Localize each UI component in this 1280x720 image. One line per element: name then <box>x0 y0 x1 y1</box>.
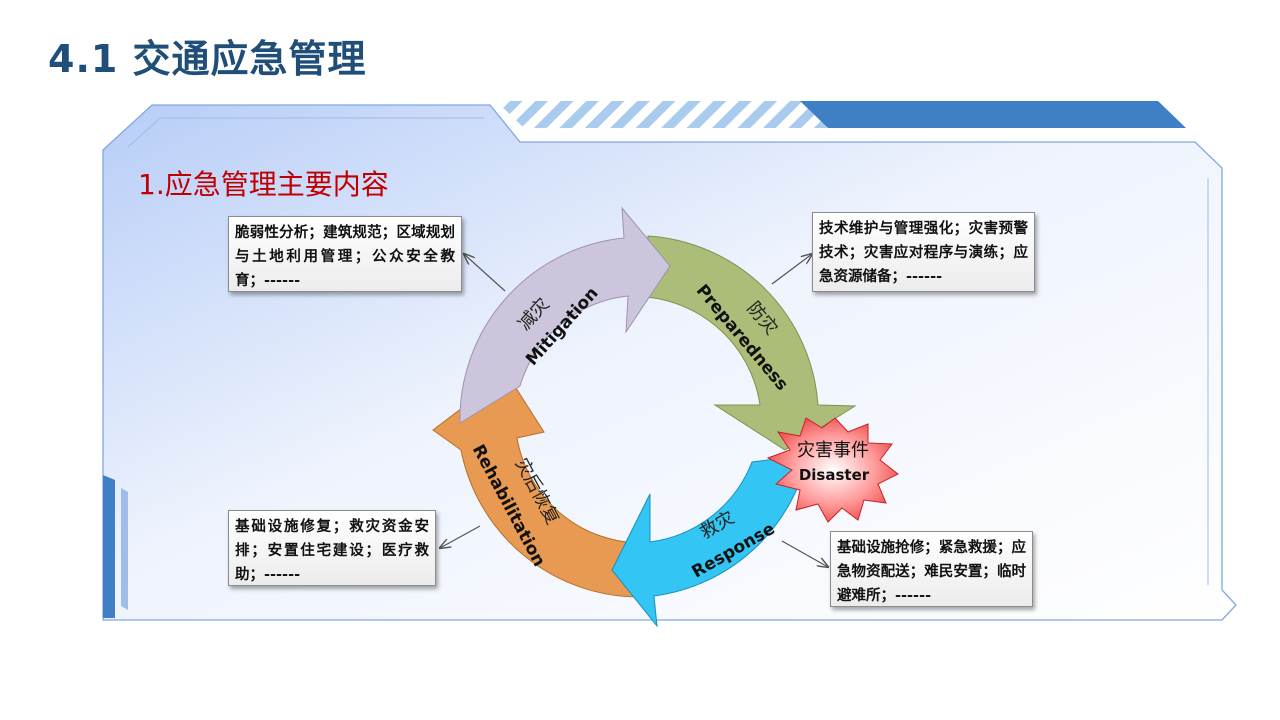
mitigation-arrow <box>459 206 671 424</box>
response-arrow <box>611 454 809 628</box>
connector-mitigation <box>464 254 506 292</box>
disaster-label-en: Disaster <box>799 466 870 484</box>
left-accent-bar <box>103 475 115 618</box>
page-title: 4.1 交通应急管理 <box>48 37 367 81</box>
note-response: 基础设施抢修；紧急救援；应急物资配送；难民安置；临时避难所；------ <box>830 531 1033 607</box>
note-mitigation: 脆弱性分析；建筑规范；区域规划与土地利用管理；公众安全教育；------ <box>228 216 462 292</box>
disaster-label-cn: 灾害事件 <box>797 440 869 461</box>
preparedness-arrow <box>645 235 857 451</box>
connector-preparedness <box>771 254 812 285</box>
section-title: 1.应急管理主要内容 <box>138 168 389 201</box>
connector-response <box>781 540 828 567</box>
stripe-band <box>496 101 828 128</box>
note-preparedness: 技术维护与管理强化；灾害预警技术；灾害应对程序与演练；应急资源储备；------ <box>812 212 1035 292</box>
disaster-burst <box>766 417 899 523</box>
note-rehabilitation: 基础设施修复；救灾资金安排；安置住宅建设；医疗救助；------ <box>228 510 436 586</box>
accent-bar <box>800 101 1186 128</box>
connector-rehabilitation <box>440 525 481 548</box>
rehabilitation-arrow <box>432 373 641 598</box>
